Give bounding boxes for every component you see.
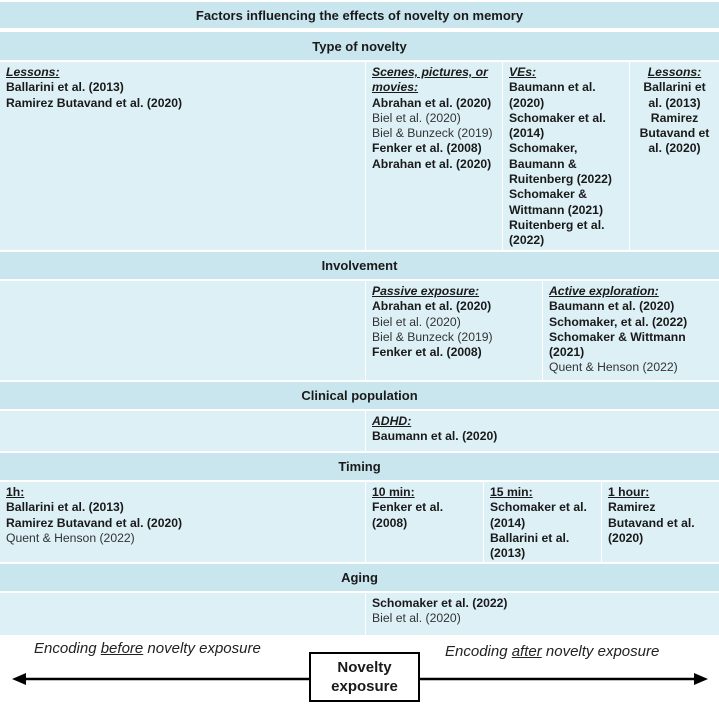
after-emphasis: after — [511, 643, 542, 660]
reference: Biel & Bunzeck (2019) — [372, 126, 493, 141]
reference: Biel et al. (2020) — [372, 110, 461, 125]
aging-header: Aging — [0, 564, 719, 591]
reference: Abrahan et al. (2020) — [372, 95, 492, 110]
timing-header: Timing — [0, 453, 719, 480]
cell-label: Active exploration: — [549, 284, 659, 298]
timing-1hour: 1 hour: Ramirez Butavand et al. (2020) — [601, 482, 719, 562]
timing-15min: 15 min: Schomaker et al. (2014) Ballarin… — [483, 482, 601, 562]
cell-label: VEs: — [509, 65, 537, 79]
clinical-empty — [0, 411, 364, 451]
type-ves: VEs: Baumann et al. (2020) Schomaker et … — [502, 62, 629, 250]
before-emphasis: before — [100, 640, 144, 657]
novelty-exposure-box: Novelty exposure — [309, 652, 420, 702]
cell-label: 15 min: — [490, 485, 533, 499]
title-text: Factors influencing the effects of novel… — [195, 7, 524, 23]
reference: Schomaker & Wittmann (2021) — [509, 187, 604, 217]
reference: Ramirez Butavand et al. (2020) — [6, 95, 183, 110]
reference: Biel & Bunzeck (2019) — [372, 329, 493, 344]
type-scenes: Scenes, pictures, or movies: Abrahan et … — [365, 62, 502, 250]
reference: Ballarini et al. (2013) — [643, 80, 706, 110]
timing-10min: 10 min: Fenker et al. (2008) — [365, 482, 483, 562]
aging-empty — [0, 593, 364, 635]
reference: Schomaker, Baumann & Ruitenberg (2022) — [509, 141, 612, 187]
reference: Schomaker & Wittmann (2021) — [549, 329, 686, 360]
cell-label: 1 hour: — [608, 485, 650, 499]
clinical-population-header: Clinical population — [0, 382, 719, 409]
reference: Abrahan et al. (2020) — [372, 299, 492, 314]
cell-label: Scenes, pictures, or movies: — [372, 65, 488, 95]
reference: Ballarini et al. (2013) — [6, 500, 124, 515]
timing-row: 1h: Ballarini et al. (2013) Ramirez Buta… — [0, 482, 719, 562]
involvement-active: Active exploration: Baumann et al. (2020… — [542, 281, 719, 380]
aging-refs: Schomaker et al. (2022) Biel et al. (202… — [365, 593, 719, 635]
reference: Fenker et al. (2008) — [372, 345, 482, 360]
reference: Schomaker et al. (2022) — [372, 596, 508, 610]
type-lessons-after: Lessons: Ballarini et al. (2013) Ramirez… — [629, 62, 719, 250]
reference: Baumann et al. (2020) — [372, 429, 498, 444]
reference: Quent & Henson (2022) — [549, 360, 678, 375]
cell-label: Lessons: — [647, 65, 702, 79]
reference: Baumann et al. (2020) — [509, 80, 596, 110]
type-of-novelty-row: Lessons: Ballarini et al. (2013) Ramirez… — [0, 62, 719, 250]
encoding-before-label: Encoding before novelty exposure — [34, 640, 261, 657]
involvement-empty — [0, 281, 364, 380]
reference: Ramirez Butavand et al. (2020) — [608, 500, 695, 545]
type-of-novelty-header: Type of novelty — [0, 32, 719, 60]
clinical-adhd: ADHD: Baumann et al. (2020) — [365, 411, 719, 451]
reference: Ramirez Butavand et al. (2020) — [639, 110, 710, 156]
arrowhead-right-icon — [694, 673, 708, 685]
involvement-header: Involvement — [0, 252, 719, 279]
reference: Quent & Henson (2022) — [6, 530, 135, 545]
reference: Ruitenberg et al. (2022) — [509, 217, 605, 248]
reference: Schomaker, et al. (2022) — [549, 314, 688, 329]
cell-label: 10 min: — [372, 485, 415, 499]
reference: Baumann et al. (2020) — [549, 299, 675, 314]
cell-label: 1h: — [6, 485, 25, 499]
cell-label: Lessons: — [6, 65, 60, 79]
reference: Biel et al. (2020) — [372, 314, 461, 329]
reference: Ballarini et al. (2013) — [490, 530, 570, 561]
arrowhead-left-icon — [12, 673, 26, 685]
reference: Biel et al. (2020) — [372, 611, 461, 626]
reference: Fenker et al. (2008) — [372, 500, 444, 530]
reference: Fenker et al. (2008) — [372, 141, 482, 156]
reference: Ballarini et al. (2013) — [6, 80, 124, 95]
involvement-row: Passive exposure: Abrahan et al. (2020) … — [0, 281, 719, 380]
clinical-population-row: ADHD: Baumann et al. (2020) — [0, 411, 719, 451]
cell-label: Passive exposure: — [372, 284, 480, 298]
aging-row: Schomaker et al. (2022) Biel et al. (202… — [0, 593, 719, 635]
reference: Schomaker et al. (2014) — [490, 500, 587, 530]
reference: Ramirez Butavand et al. (2020) — [6, 515, 183, 530]
timing-1h: 1h: Ballarini et al. (2013) Ramirez Buta… — [0, 482, 364, 562]
type-lessons-before: Lessons: Ballarini et al. (2013) Ramirez… — [0, 62, 364, 250]
novelty-exposure-label: Novelty exposure — [331, 659, 398, 695]
involvement-passive: Passive exposure: Abrahan et al. (2020) … — [365, 281, 542, 380]
encoding-after-label: Encoding after novelty exposure — [445, 643, 660, 660]
reference: Schomaker et al. (2014) — [509, 110, 606, 141]
diagram-title: Factors influencing the effects of novel… — [0, 2, 719, 28]
reference: Abrahan et al. (2020) — [372, 156, 492, 171]
cell-label: ADHD: — [372, 414, 412, 428]
